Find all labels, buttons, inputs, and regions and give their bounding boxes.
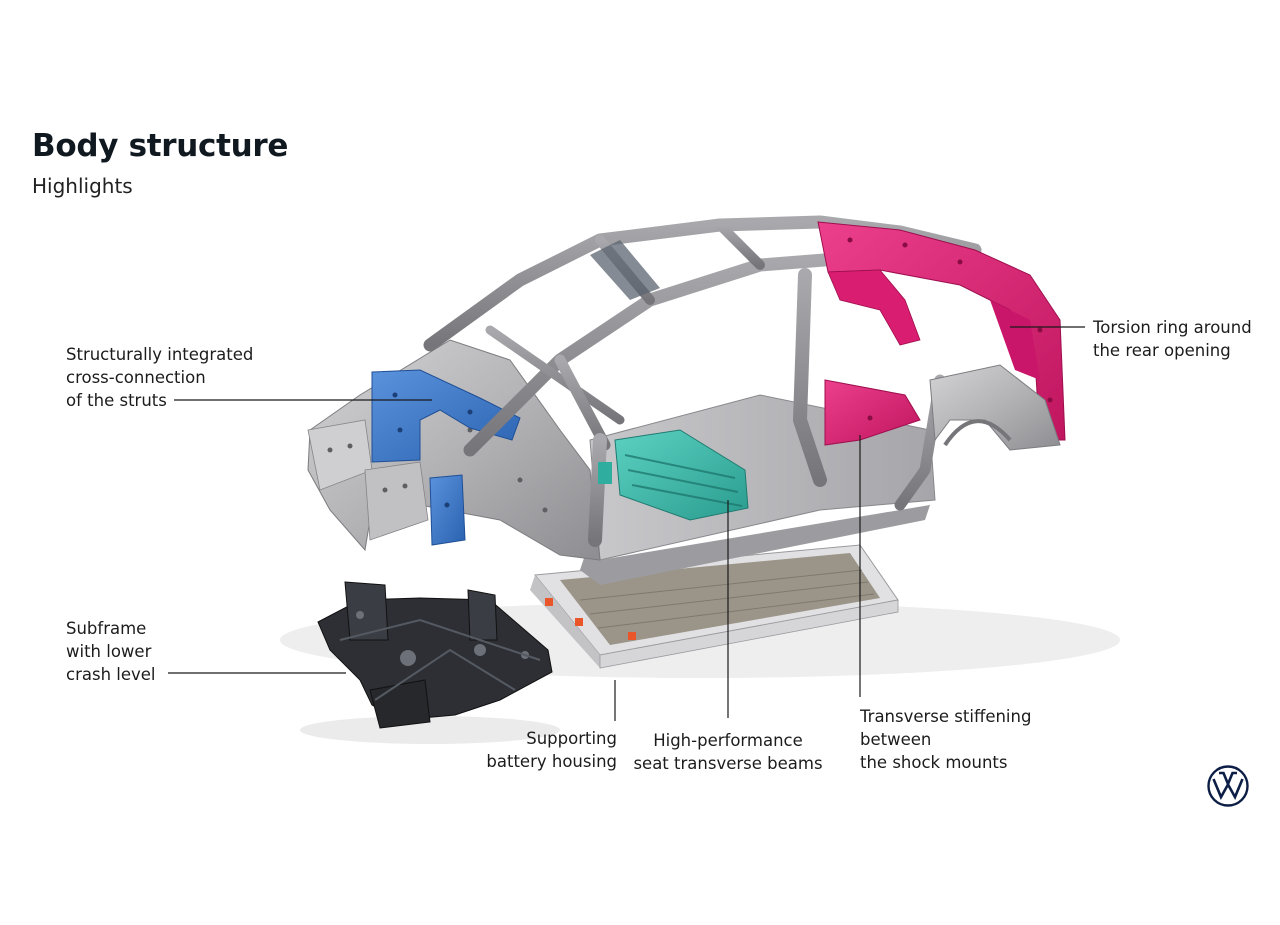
callout-shock-mounts-line-3: the shock mounts bbox=[860, 753, 1008, 772]
callout-battery: Supporting battery housing bbox=[470, 727, 617, 773]
callout-shock-mounts: Transverse stiffening between the shock … bbox=[860, 705, 1031, 774]
callout-subframe-line-3: crash level bbox=[66, 665, 156, 684]
subframe bbox=[317, 581, 553, 729]
callout-seat-beams: High-performance seat transverse beams bbox=[628, 729, 828, 775]
callout-subframe-line-1: Subframe bbox=[66, 619, 147, 638]
callout-struts-line-2: cross-connection bbox=[66, 368, 206, 387]
callout-shock-mounts-line-1: Transverse stiffening bbox=[860, 707, 1032, 726]
callout-subframe-line-2: with lower bbox=[66, 642, 152, 661]
callout-battery-line-1: Supporting bbox=[526, 729, 617, 748]
callout-seat-beams-line-1: High-performance bbox=[653, 731, 803, 750]
page-subtitle: Highlights bbox=[32, 174, 133, 198]
callout-struts-line-3: of the struts bbox=[66, 391, 167, 410]
callout-subframe: Subframe with lower crash level bbox=[66, 617, 156, 686]
vw-logo-icon bbox=[1207, 765, 1249, 807]
page-title: Body structure bbox=[32, 128, 289, 164]
seat-transverse-beams bbox=[598, 429, 749, 521]
callout-torsion-ring-line-1: Torsion ring around bbox=[1093, 318, 1252, 337]
roof-crossmember bbox=[590, 240, 660, 300]
leader-lines bbox=[168, 326, 1085, 721]
callout-torsion-ring: Torsion ring around the rear opening bbox=[1093, 316, 1252, 362]
strut-cross-connection bbox=[371, 369, 521, 546]
rear-torsion-ring bbox=[817, 221, 1066, 446]
callout-battery-line-2: battery housing bbox=[486, 752, 617, 771]
callout-struts-line-1: Structurally integrated bbox=[66, 345, 254, 364]
callout-torsion-ring-line-2: the rear opening bbox=[1093, 341, 1231, 360]
callout-shock-mounts-line-2: between bbox=[860, 730, 932, 749]
rear-quarter-panel bbox=[929, 364, 1061, 451]
callout-seat-beams-line-2: seat transverse beams bbox=[633, 754, 823, 773]
callout-struts: Structurally integrated cross-connection… bbox=[66, 343, 253, 412]
